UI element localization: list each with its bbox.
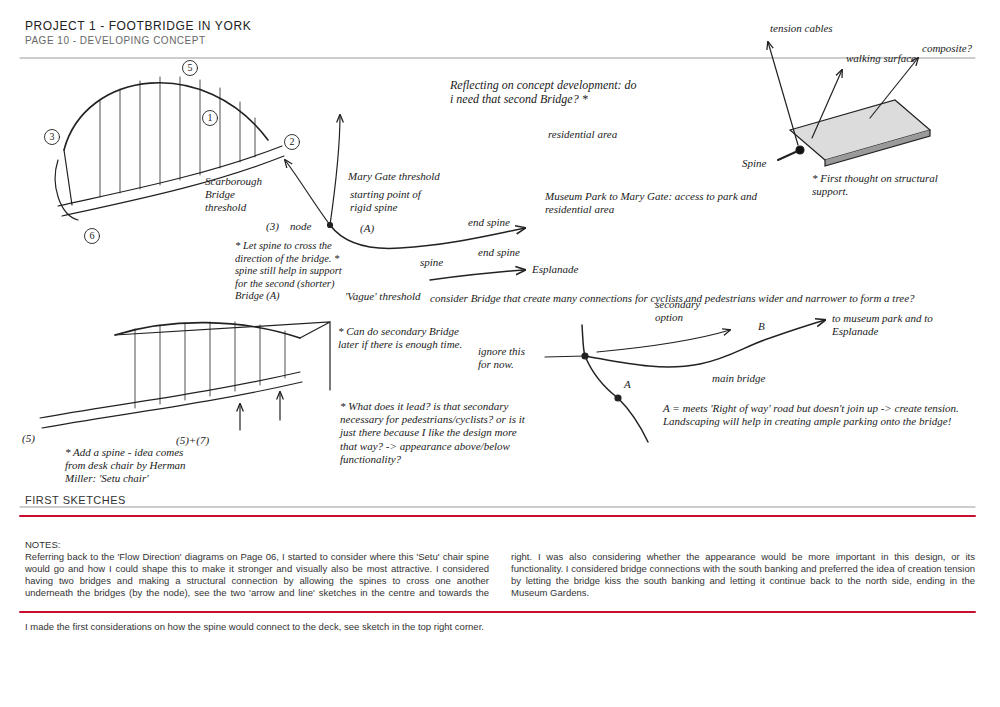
- callout-circle: [183, 61, 198, 76]
- leader-arrow: [870, 58, 918, 118]
- leader-arrow: [812, 70, 842, 138]
- sketch-annotation: composite?: [922, 42, 972, 55]
- bridge-support: [55, 150, 78, 220]
- arch-spine: [64, 83, 268, 150]
- sketch-note: Reflecting on concept development: do i …: [450, 78, 640, 107]
- secondary-line: [597, 330, 730, 352]
- leader-arrow: [768, 42, 798, 145]
- sketch-note: * Add a spine - idea comes from desk cha…: [65, 446, 205, 486]
- sketch-annotation: Scarborough Bridge threshold: [205, 175, 277, 215]
- page-subtitle: PAGE 10 - DEVELOPING CONCEPT: [25, 35, 206, 46]
- sketch-note: A = meets 'Right of way' road but doesn'…: [663, 402, 963, 428]
- load-arrow: [279, 392, 280, 420]
- callout-number: (A): [360, 222, 374, 235]
- red-rule: [20, 611, 975, 613]
- callout-number: 2: [285, 135, 299, 149]
- bridge-deck: [42, 382, 302, 428]
- flow-arrow: [330, 115, 340, 225]
- load-arrow: [239, 404, 240, 430]
- sketch-annotation: Esplanade: [532, 263, 578, 276]
- callout-number: B: [758, 320, 765, 333]
- sketch-annotation: end spine: [468, 216, 510, 229]
- spine-line: [330, 225, 525, 248]
- sketch-note: Museum Park to Mary Gate: access to park…: [545, 190, 805, 216]
- sketch-annotation: tension cables: [770, 22, 833, 35]
- section-rule: [20, 507, 975, 508]
- callout-number: 6: [85, 229, 99, 243]
- callout-circle: [45, 130, 60, 145]
- sketch-annotation: Mary Gate threshold: [348, 170, 440, 183]
- bridge-path: [582, 325, 648, 442]
- callout-number: 3: [45, 130, 59, 144]
- callout-number: (5): [22, 432, 35, 445]
- bridge-deck: [62, 156, 284, 216]
- header-rule: [20, 58, 975, 59]
- callout-number: 1: [203, 111, 217, 125]
- notes-heading: NOTES:: [25, 539, 60, 551]
- sketch-annotation: residential area: [548, 128, 618, 141]
- node-dot: [615, 395, 621, 401]
- sketch-note: * First thought on structural support.: [812, 172, 977, 198]
- sketch-note: * Let spine to cross the direction of th…: [235, 240, 355, 303]
- page-title: PROJECT 1 - FOOTBRIDGE IN YORK: [25, 19, 251, 33]
- callout-number: (3): [266, 220, 279, 233]
- sketch-note: * What does it lead? is that secondary n…: [340, 400, 530, 466]
- hanger-cables: [135, 322, 285, 408]
- callout-circle: [203, 111, 218, 126]
- sketch-annotation: Spine: [742, 157, 766, 170]
- red-rule: [20, 515, 975, 517]
- sketch-annotation: starting point of rigid spine: [350, 188, 435, 214]
- callout-circle: [85, 229, 100, 244]
- main-bridge-line: [585, 320, 825, 367]
- sketch-annotation: ignore this for now.: [478, 345, 540, 371]
- sketch-annotation: node: [290, 220, 311, 233]
- callout-number: 5: [183, 61, 197, 75]
- frame-lines: [115, 322, 330, 390]
- section-heading: FIRST SKETCHES: [25, 494, 126, 506]
- spine-line: [430, 270, 525, 280]
- connection-dot: [796, 146, 804, 154]
- sketch-annotation: secondary option: [655, 298, 715, 324]
- sketch-annotation: spine: [420, 256, 443, 269]
- sketch-annotation: end spine: [478, 246, 520, 259]
- flow-arrow: [285, 160, 330, 225]
- sketch-annotation: main bridge: [712, 372, 765, 385]
- bridge-deck: [40, 372, 300, 418]
- callout-number: (5)+(7): [176, 434, 209, 447]
- sketch-annotation: to museum park and to Esplanade: [832, 312, 977, 338]
- sketch-note: consider Bridge that create many connect…: [430, 292, 975, 305]
- node-dot: [328, 223, 333, 228]
- sketches: [20, 42, 975, 612]
- notes-paragraph: Referring back to the 'Flow Direction' d…: [25, 551, 975, 599]
- sketch-annotation: walking surface: [846, 52, 916, 65]
- callout-number: A: [624, 378, 631, 391]
- sketch-note: * Can do secondary Bridge later if there…: [338, 325, 478, 351]
- ignored-branch: [545, 356, 585, 357]
- sketch-annotation: 'Vague' threshold: [345, 290, 421, 303]
- node-dot: [582, 353, 588, 359]
- callout-circle: [285, 135, 300, 150]
- deck-edge: [825, 130, 930, 166]
- notes-line: I made the first considerations on how t…: [25, 621, 484, 633]
